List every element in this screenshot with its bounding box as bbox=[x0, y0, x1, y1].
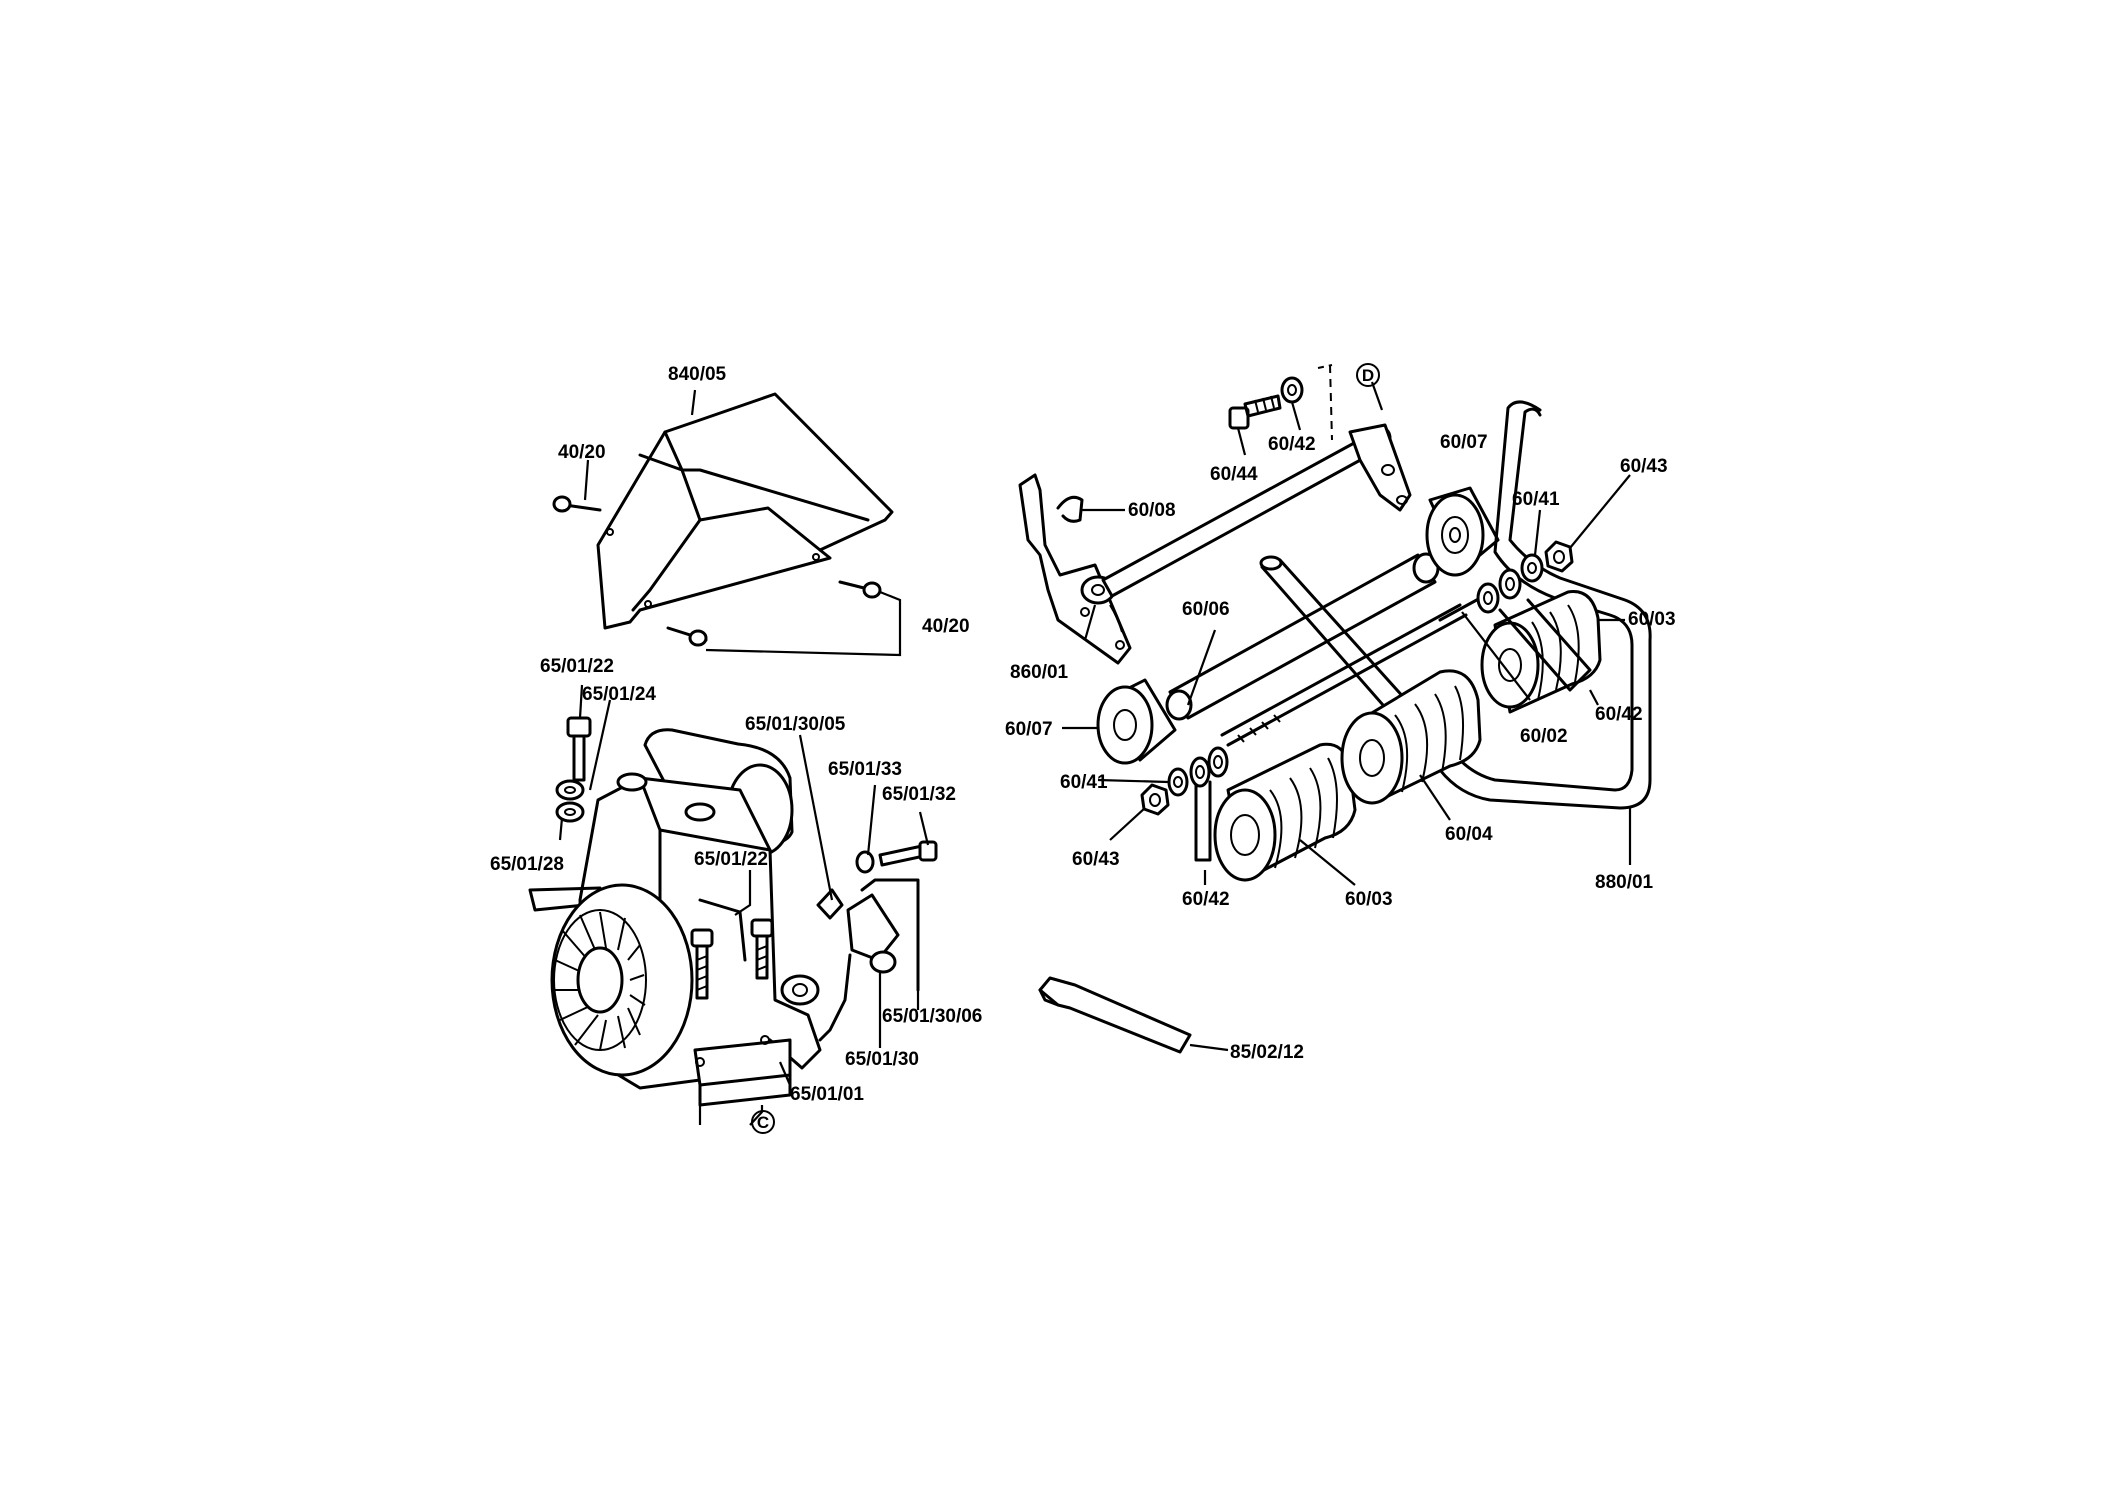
ribbed-roller-60-04[interactable] bbox=[1340, 669, 1482, 805]
washer-60-42-front[interactable] bbox=[1189, 746, 1229, 862]
bracket-65-01-30-05[interactable] bbox=[816, 888, 844, 920]
label-40-20-bottom: 40/20 bbox=[922, 616, 970, 637]
washer-60-41-rear[interactable] bbox=[1520, 553, 1544, 583]
axle-60-02[interactable] bbox=[1220, 603, 1468, 747]
nut-60-43-rear[interactable] bbox=[1544, 540, 1574, 573]
label-65-01-22-mid: 65/01/22 bbox=[694, 849, 768, 870]
marker-d: D bbox=[1356, 363, 1380, 387]
label-60-41-front: 60/41 bbox=[1060, 772, 1108, 793]
tube-60-06[interactable] bbox=[1165, 552, 1440, 721]
label-860-01: 860/01 bbox=[1010, 662, 1069, 683]
label-65-01-30: 65/01/30 bbox=[845, 1049, 919, 1070]
label-65-01-32: 65/01/32 bbox=[882, 784, 956, 805]
label-60-43-rear: 60/43 bbox=[1620, 456, 1668, 477]
bolt-65-01-22-top[interactable] bbox=[566, 716, 592, 782]
label-60-41-rear: 60/41 bbox=[1512, 489, 1560, 510]
leader-lines bbox=[558, 381, 1632, 1126]
side-plate-860-01[interactable] bbox=[1018, 473, 1132, 665]
label-60-03-rear: 60/03 bbox=[1628, 609, 1676, 630]
washer-60-42-rear[interactable] bbox=[1476, 568, 1592, 692]
label-40-20-top: 40/20 bbox=[558, 442, 606, 463]
label-60-42-front: 60/42 bbox=[1182, 889, 1230, 910]
label-65-01-30-05: 65/01/30/05 bbox=[745, 714, 846, 735]
label-60-43-front: 60/43 bbox=[1072, 849, 1120, 870]
nut-60-43-front[interactable] bbox=[1140, 783, 1170, 816]
label-65-01-30-06: 65/01/30/06 bbox=[882, 1006, 982, 1027]
marker-c: C bbox=[751, 1110, 775, 1134]
ribbed-roller-60-03-rear[interactable] bbox=[1480, 590, 1602, 714]
engine-assembly[interactable] bbox=[528, 728, 822, 1107]
label-60-07-left: 60/07 bbox=[1005, 719, 1053, 740]
label-65-01-22-top: 65/01/22 bbox=[540, 656, 614, 677]
label-840-05: 840/05 bbox=[668, 364, 727, 385]
label-880-01: 880/01 bbox=[1595, 872, 1654, 893]
washer-60-42-top[interactable] bbox=[1280, 376, 1304, 404]
washer-60-41-front[interactable] bbox=[1167, 767, 1189, 797]
washer-65-01-24[interactable] bbox=[555, 779, 585, 801]
screw-40-20-middle[interactable] bbox=[838, 580, 882, 599]
label-60-03-front: 60/03 bbox=[1345, 889, 1393, 910]
screw-40-20-top[interactable] bbox=[552, 495, 602, 513]
screw-40-20-bottom[interactable] bbox=[666, 626, 708, 647]
label-60-44: 60/44 bbox=[1210, 464, 1258, 485]
bolt-65-01-22-left[interactable] bbox=[690, 928, 714, 1000]
washer-65-01-28[interactable] bbox=[555, 801, 585, 823]
handle-880-01[interactable] bbox=[1259, 400, 1652, 810]
svg-text:D: D bbox=[1362, 366, 1374, 385]
clip-60-08[interactable] bbox=[1056, 495, 1084, 523]
washer-65-01-33[interactable] bbox=[855, 850, 875, 874]
cover-840-05[interactable] bbox=[596, 392, 894, 630]
label-60-42-rear: 60/42 bbox=[1595, 704, 1643, 725]
side-plate-right[interactable] bbox=[1348, 423, 1412, 512]
label-60-42-top: 60/42 bbox=[1268, 434, 1316, 455]
label-60-07-right: 60/07 bbox=[1440, 432, 1488, 453]
ribbed-roller-60-03-front[interactable] bbox=[1213, 742, 1357, 882]
roller-60-07-left[interactable] bbox=[1096, 678, 1177, 765]
part-labels: 840/05 40/20 40/20 65/01/22 65/01/24 65/… bbox=[490, 364, 1676, 1105]
label-65-01-24: 65/01/24 bbox=[582, 684, 656, 705]
label-65-01-01: 65/01/01 bbox=[790, 1084, 864, 1105]
label-65-01-28: 65/01/28 bbox=[490, 854, 564, 875]
bolt-65-01-22-right[interactable] bbox=[750, 918, 774, 980]
bolt-65-01-32[interactable] bbox=[878, 840, 938, 867]
bolt-60-44[interactable] bbox=[1228, 394, 1282, 430]
label-85-02-12: 85/02/12 bbox=[1230, 1042, 1304, 1063]
label-60-02: 60/02 bbox=[1520, 726, 1568, 747]
label-60-08: 60/08 bbox=[1128, 500, 1176, 521]
label-60-04: 60/04 bbox=[1445, 824, 1493, 845]
svg-text:C: C bbox=[757, 1113, 769, 1132]
roller-60-07-right[interactable] bbox=[1425, 486, 1500, 577]
label-60-06: 60/06 bbox=[1182, 599, 1230, 620]
switch-65-01-30[interactable] bbox=[818, 878, 920, 1042]
hex-key-85-02-12[interactable] bbox=[1038, 976, 1192, 1054]
label-65-01-33: 65/01/33 bbox=[828, 759, 902, 780]
